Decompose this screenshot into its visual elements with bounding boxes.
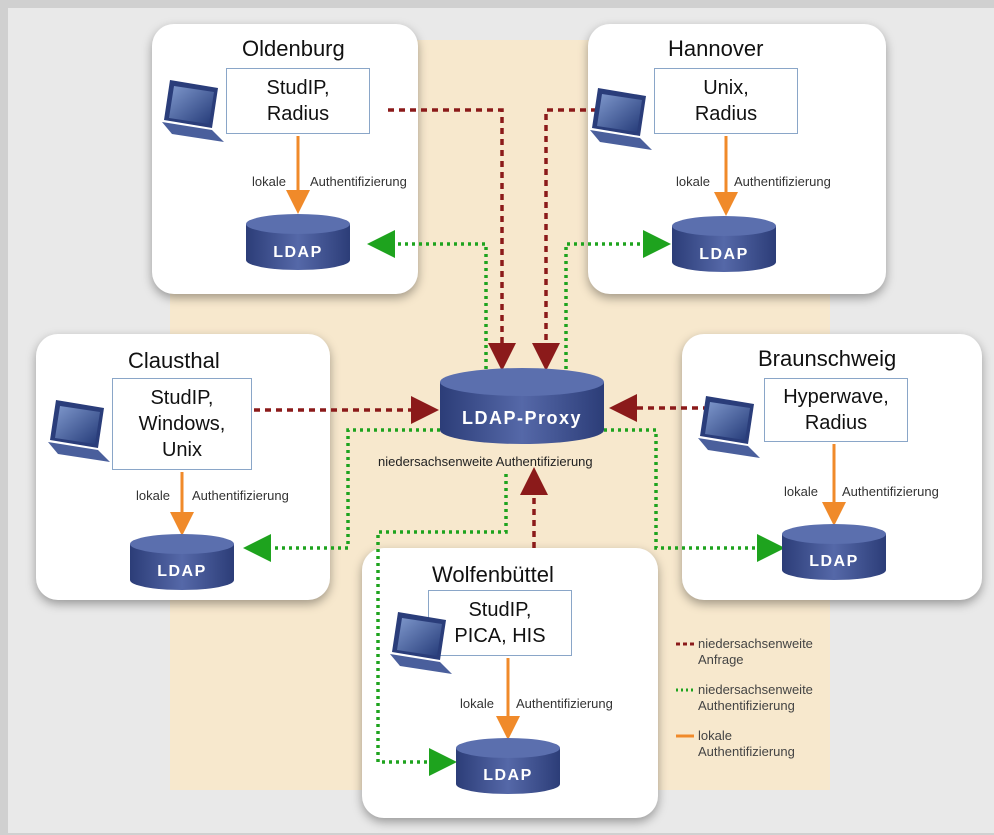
local-label-left-hannover: lokale: [676, 174, 710, 189]
laptop-icon: [590, 88, 652, 150]
ldap-cylinder-hannover: LDAP: [672, 216, 776, 272]
local-label-left-oldenburg: lokale: [252, 174, 286, 189]
laptop-icon: [162, 80, 224, 142]
city-oldenburg: Oldenburg: [242, 36, 345, 61]
system-box-hannover: Unix, Radius: [654, 68, 798, 134]
local-label-left-wolfenbuettel: lokale: [460, 696, 494, 711]
laptop-icon: [48, 400, 110, 462]
system-box-braunschweig: Hyperwave, Radius: [764, 378, 908, 442]
laptop-icon: [698, 396, 760, 458]
local-label-left-braunschweig: lokale: [784, 484, 818, 499]
local-label-right-wolfenbuettel: Authentifizierung: [516, 696, 613, 711]
ldap-proxy-label: LDAP-Proxy: [462, 408, 582, 428]
ldap-label-oldenburg: LDAP: [273, 244, 323, 261]
ldap-cylinder-clausthal: LDAP: [130, 534, 234, 590]
city-clausthal: Clausthal: [128, 348, 220, 373]
ldap-label-wolfenbuettel: LDAP: [483, 767, 533, 784]
system-box-wolfenbuettel: StudIP, PICA, HIS: [428, 590, 572, 656]
proxy-caption: niedersachsenweite Authentifizierung: [378, 454, 593, 469]
request-arrows: [254, 108, 720, 548]
local-label-right-clausthal: Authentifizierung: [192, 488, 289, 503]
laptop-icon: [390, 612, 452, 674]
legend-auth-text: niedersachsenweite Authentifizierung: [698, 682, 813, 713]
city-wolfenbuettel: Wolfenbüttel: [432, 562, 554, 587]
local-auth-arrows: [170, 136, 846, 740]
local-label-left-clausthal: lokale: [136, 488, 170, 503]
ldap-proxy-cylinder: LDAP-Proxy: [440, 368, 604, 444]
city-hannover: Hannover: [668, 36, 764, 61]
ldap-cylinder-wolfenbuettel: LDAP: [456, 738, 560, 794]
local-label-right-hannover: Authentifizierung: [734, 174, 831, 189]
legend-local-text: lokale Authentifizierung: [698, 728, 795, 759]
auth-arrows: [243, 230, 785, 776]
local-label-right-oldenburg: Authentifizierung: [310, 174, 407, 189]
ldap-label-braunschweig: LDAP: [809, 553, 859, 570]
ldap-label-clausthal: LDAP: [157, 563, 207, 580]
ldap-cylinder-braunschweig: LDAP: [782, 524, 886, 580]
ldap-label-hannover: LDAP: [699, 246, 749, 263]
system-box-clausthal: StudIP, Windows, Unix: [112, 378, 252, 470]
legend-request-text: niedersachsenweite Anfrage: [698, 636, 813, 667]
city-braunschweig: Braunschweig: [758, 346, 897, 371]
system-box-oldenburg: StudIP, Radius: [226, 68, 370, 134]
local-label-right-braunschweig: Authentifizierung: [842, 484, 939, 499]
ldap-cylinder-oldenburg: LDAP: [246, 214, 350, 270]
